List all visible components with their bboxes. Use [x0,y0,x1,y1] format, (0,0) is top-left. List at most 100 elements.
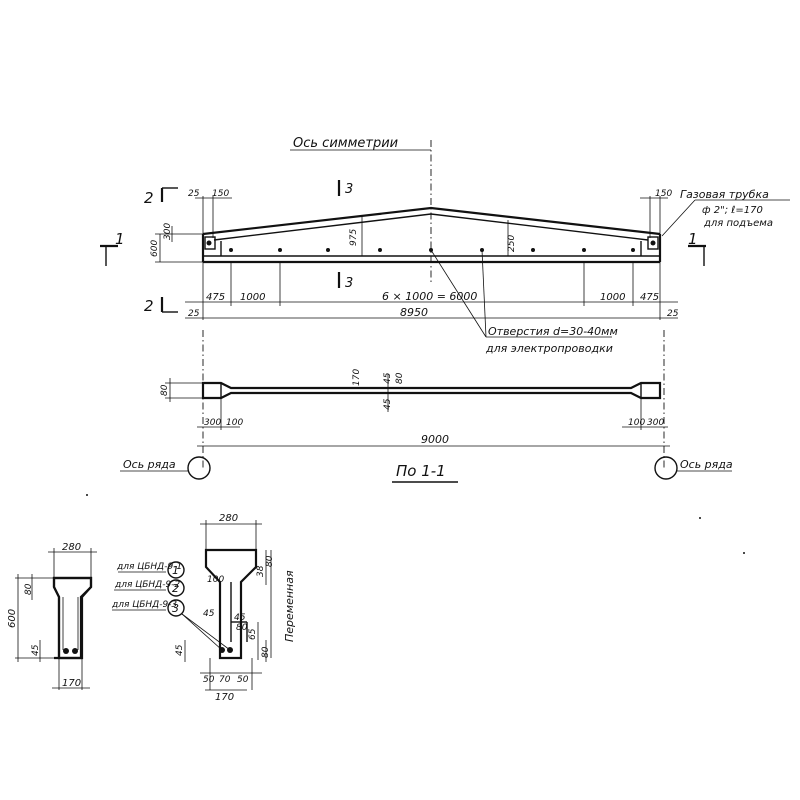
dim-300-left: 300 [163,223,173,240]
section-left-shape [52,576,93,660]
variant-3-leader-a [181,613,223,651]
dim-1000-right: 1000 [600,292,625,303]
variant-3-label: для ЦБНД-9-3 [111,600,177,610]
rebar-dot [63,648,69,654]
rs-dim-45b: 45 [234,613,246,623]
rs-dim-65: 65 [248,628,258,640]
variant-2-circle [167,579,185,597]
variable-label: Переменная [283,570,296,642]
dim-100-pl: 100 [226,418,243,428]
variant-1-number: 1 [172,564,179,577]
ls-dim-170: 170 [62,678,81,689]
right-end-block [647,236,659,250]
hole [229,248,233,252]
hole [631,248,635,252]
ls-dim-80: 80 [24,583,34,595]
rs-dim-100: 100 [207,575,224,585]
rs-dim-80a: 80 [265,555,275,567]
variant-3-number: 3 [172,602,179,615]
rs-dim-50b: 50 [237,675,249,685]
holes-purpose: для электропроводки [485,342,613,355]
dim-plan-170: 170 [352,369,362,386]
beam-elevation: Ось симметрии 975 250 [100,136,790,355]
dim-475-left: 475 [206,292,225,303]
beam-plan: 80 170 45 80 45 300 100 100 300 9000 Ось… [120,330,733,483]
section-1-left-label: 1 [115,230,125,248]
section-2-top-label: 2 [144,189,154,207]
hole [531,248,535,252]
dim-300-pl: 300 [204,418,221,428]
dim-9000: 9000 [421,433,449,446]
dim-25-tl: 25 [188,189,200,199]
beam-top-edge [202,206,661,236]
speck [86,494,88,496]
speck [743,552,745,554]
row-axis-right-circle [654,456,678,480]
ls-dim-45: 45 [31,644,41,656]
dim-250: 250 [507,235,517,252]
row-axis-left-label: Ось ряда [123,458,176,471]
variant-3-leader-b [181,613,231,651]
section-1-right-label: 1 [688,230,698,248]
rs-dim-170: 170 [215,692,234,703]
rs-dim-50a: 50 [203,675,215,685]
top-flange-line [213,213,649,241]
dim-975: 975 [349,229,359,246]
gas-pipe-spec: ф 2"; ℓ=170 [702,205,763,216]
dim-plan-width: 80 [160,384,170,396]
section-3-top-label: 3 [345,182,353,197]
dim-600-left: 600 [150,240,160,257]
ls-dim-280: 280 [62,542,81,553]
left-pipe-mark [206,240,212,246]
section-title: По 1-1 [396,462,446,480]
variant-1-circle [167,561,185,579]
dim-25-bl: 25 [188,309,200,319]
hole [378,248,382,252]
variant-1-label: для ЦБНД-9-1 [116,562,182,572]
section-3-bot-label: 3 [345,276,353,291]
dim-25-br: 25 [667,309,679,319]
row-axis-right-label: Ось ряда [680,458,733,471]
rs-dim-280: 280 [219,513,238,524]
ls-dim-600: 600 [7,609,18,628]
holes-row [229,248,635,252]
rebar-dot [72,648,78,654]
dim-475-right: 475 [640,292,659,303]
dim-plan-80: 80 [395,372,405,384]
dim-300-pr: 300 [647,418,664,428]
rs-dim-70: 70 [219,675,231,685]
dim-100-pr: 100 [628,418,645,428]
holes-leader-b [481,249,487,338]
rs-dim-80b: 80 [236,623,248,633]
symmetry-axis-label: Ось симметрии [293,136,398,151]
rs-dim-38: 38 [256,565,266,577]
variant-2-number: 2 [172,582,179,595]
speck [699,517,701,519]
holes-label: Отверстия d=30-40мм [488,325,618,338]
rs-dim-45a: 45 [203,609,215,619]
section-right-outline [204,548,258,660]
dim-8950: 8950 [400,306,428,319]
row-axis-left-circle [187,456,211,480]
cross-section-right: 280 100 38 80 45 45 80 65 45 80 50 70 50… [111,513,296,703]
variant-3-circle [167,599,185,617]
hole [582,248,586,252]
dim-1000-left: 1000 [240,292,265,303]
left-end-block [204,236,216,250]
plan-outline [201,381,662,400]
dim-150-tl: 150 [212,189,229,199]
holes-leader-a [430,249,487,338]
hole [278,248,282,252]
right-pipe-mark [650,240,656,246]
dim-150-tr: 150 [655,189,672,199]
gas-pipe-label: Газовая трубка [680,188,769,201]
rs-dim-45c: 45 [175,644,185,656]
gas-pipe-leader [661,199,696,237]
variant-2-label: для ЦБНД-9-2 [114,580,180,590]
cross-section-left: 280 600 80 45 170 [7,542,97,690]
gas-pipe-purpose: для подъема [703,218,773,229]
hole [326,248,330,252]
dim-6x1000: 6 × 1000 = 6000 [382,290,477,303]
section-2-bot-label: 2 [144,297,154,315]
